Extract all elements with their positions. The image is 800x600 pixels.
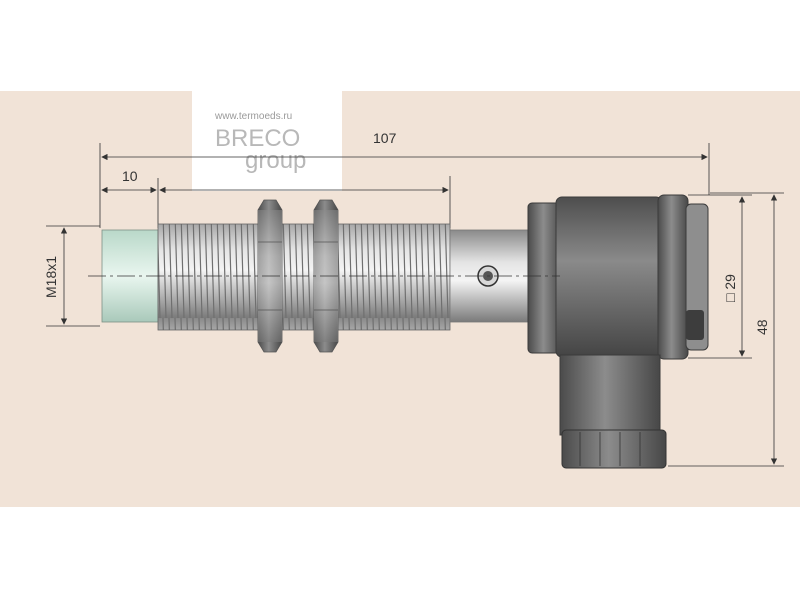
dimension-total-length-label: 107	[373, 130, 397, 146]
dimension-housing-height-label: 48	[754, 319, 770, 335]
watermark-sub: group	[245, 147, 306, 174]
dimension-thread	[46, 225, 100, 327]
dimension-housing-square-label: □ 29	[722, 274, 738, 302]
watermark: www.termoeds.ru BRECO group	[192, 91, 342, 191]
watermark-url: www.termoeds.ru	[214, 111, 292, 122]
threaded-body	[157, 223, 451, 331]
watermark-brand: BRECO	[215, 125, 300, 152]
dimension-thread-label: M18x1	[43, 256, 59, 298]
dimension-housing-square	[688, 194, 752, 359]
dimension-total-length	[99, 143, 710, 228]
dimension-housing-height	[668, 192, 784, 467]
dimension-tip-length	[101, 176, 451, 228]
dimension-tip-length-label: 10	[122, 168, 138, 184]
connector-housing	[527, 194, 709, 469]
